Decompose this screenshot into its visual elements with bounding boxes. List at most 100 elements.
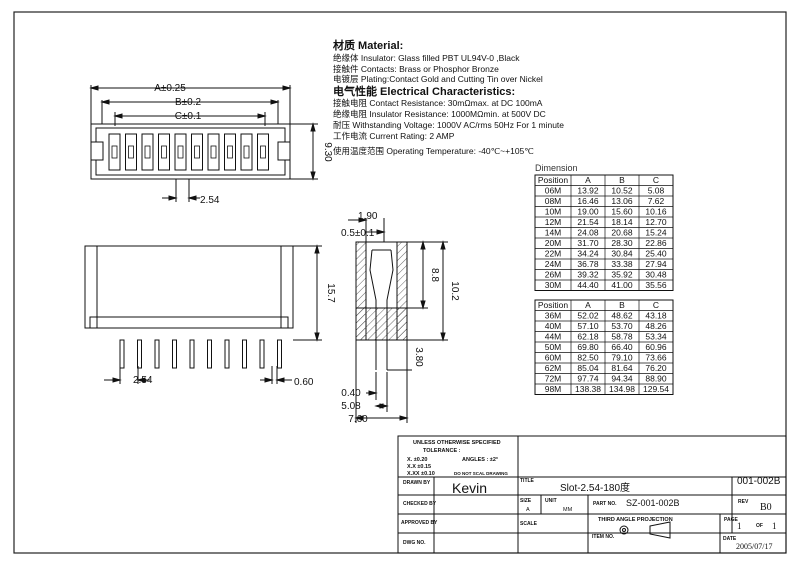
- table-cell: 85.04: [577, 363, 599, 373]
- table-header-cell: Position: [538, 300, 569, 310]
- table-cell: 53.34: [645, 332, 667, 342]
- contact-cavity: [224, 133, 236, 171]
- table-cell: 16.46: [577, 196, 599, 206]
- table-header-cell: Position: [538, 175, 569, 185]
- table-cell: 14M: [545, 228, 562, 238]
- table-cell: 36.78: [577, 259, 599, 269]
- table-cell: 35.56: [645, 280, 667, 290]
- contact-slot: [144, 145, 151, 159]
- material-plating: 电镀层 Plating:Contact Gold and Cutting Tin…: [333, 74, 543, 84]
- contact-cavity: [240, 133, 253, 171]
- table-cell: 30.48: [645, 270, 667, 280]
- side-88-label: 8.8: [429, 268, 440, 282]
- table-cell: 40M: [545, 321, 562, 331]
- pin: [119, 339, 125, 369]
- table-cell: 73.66: [645, 353, 667, 363]
- pin: [242, 339, 247, 369]
- table-cell: 60.96: [645, 342, 667, 352]
- title-label: TITLE: [520, 478, 535, 484]
- pin: [224, 339, 230, 369]
- top-view-contacts: [108, 133, 269, 171]
- side-190-label: 1.90: [358, 211, 378, 222]
- table-cell: 10.52: [611, 186, 633, 196]
- table-cell: 5.08: [648, 186, 665, 196]
- title-value: Slot-2.54-180度: [560, 481, 630, 494]
- item-label: ITEM NO.: [592, 534, 615, 540]
- contact-cavity: [191, 133, 203, 171]
- contact-slot: [128, 145, 134, 159]
- table-header-cell: A: [585, 300, 591, 310]
- pin: [259, 339, 265, 369]
- side-040-label: 0.40: [341, 388, 361, 399]
- table-cell: 79.10: [611, 353, 633, 363]
- tol-xx: X.X ±0.15: [407, 464, 431, 470]
- withstanding-voltage: 耐压 Withstanding Voltage: 1000V AC/rms 50…: [333, 120, 564, 130]
- table-cell: 31.70: [577, 238, 599, 248]
- unit-value: MM: [563, 507, 573, 513]
- tolerance-label: TOLERANCE :: [423, 448, 461, 454]
- table-cell: 88.90: [645, 374, 667, 384]
- pin: [154, 339, 160, 369]
- table-cell: 7.62: [648, 196, 665, 206]
- table-cell: 50M: [545, 342, 562, 352]
- operating-temperature: 使用温度范围 Operating Temperature: -40℃~+105℃: [333, 146, 534, 156]
- side-380-label: 3.80: [413, 347, 424, 367]
- table-cell: 52.02: [577, 311, 599, 321]
- contact-cavity: [108, 133, 121, 171]
- table-cell: 10.16: [645, 207, 667, 217]
- table-cell: 60M: [545, 353, 562, 363]
- side-760-label: 7.60: [348, 414, 368, 425]
- material-heading: 材质 Material:: [333, 38, 403, 52]
- table-cell: 30.84: [611, 249, 633, 259]
- table-cell: 39.32: [577, 270, 599, 280]
- contact-resistance: 接触电阻 Contact Resistance: 30mΩmax. at DC …: [333, 98, 543, 108]
- table-cell: 69.80: [577, 342, 599, 352]
- table-cell: 30M: [545, 280, 562, 290]
- table-cell: 24M: [545, 259, 562, 269]
- top-pitch-label: 2.54: [200, 195, 220, 206]
- table-cell: 21.54: [577, 217, 599, 227]
- table-cell: 08M: [545, 196, 562, 206]
- angles: ANGLES : ±2°: [462, 457, 498, 463]
- table-cell: 22M: [545, 249, 562, 259]
- table-cell: 24.08: [577, 228, 599, 238]
- table-cell: 53.70: [611, 321, 633, 331]
- contact-slot: [227, 145, 233, 159]
- side-view: [348, 217, 448, 423]
- table-frame: [534, 174, 674, 291]
- side-05-label: 0.5±0.1: [341, 228, 375, 239]
- dimension-labels: A±0.25 B±0.2 C±0.1 2.54 9.30 15.7 2.54 0…: [133, 83, 460, 425]
- table-cell: 26M: [545, 270, 562, 280]
- pin: [189, 339, 195, 369]
- date-value: 2005/07/17: [736, 542, 772, 551]
- size-value: A: [526, 507, 530, 513]
- contact-slot: [243, 145, 250, 159]
- contact-cavity: [158, 133, 170, 171]
- table-cell: 81.64: [611, 363, 633, 373]
- table-cell: 48.62: [611, 311, 633, 321]
- table-cell: 57.10: [577, 321, 599, 331]
- tolerance-head: UNLESS OTHERWISE SPECIFIED: [413, 440, 501, 446]
- table-cell: 28.30: [611, 238, 633, 248]
- scale-label: SCALE: [520, 521, 538, 527]
- drawn-by: Kevin: [452, 480, 487, 496]
- dim-a-label: A±0.25: [154, 83, 186, 94]
- front-pin-label: 0.60: [294, 377, 314, 388]
- table-cell: 10M: [545, 207, 562, 217]
- front-pitch-label: 2.54: [133, 375, 153, 386]
- table-header-cell: C: [653, 300, 659, 310]
- checked-label: CHECKED BY: [403, 501, 437, 507]
- pages-value: 1: [772, 521, 777, 531]
- title-block-text: UNLESS OTHERWISE SPECIFIED TOLERANCE : X…: [401, 440, 781, 551]
- page-label: PAGE: [724, 517, 738, 523]
- contact-slot: [260, 145, 266, 159]
- of-label: OF: [756, 523, 763, 529]
- table-header-cell: C: [653, 175, 659, 185]
- contact-cavity: [174, 133, 187, 171]
- table-cell: 20.68: [611, 228, 633, 238]
- table-cell: 06M: [545, 186, 562, 196]
- table-cell: 138.38: [575, 384, 601, 394]
- code-value: 001-002B: [737, 476, 781, 487]
- no-scale: DO NOT SCAL DRAWING: [454, 471, 508, 476]
